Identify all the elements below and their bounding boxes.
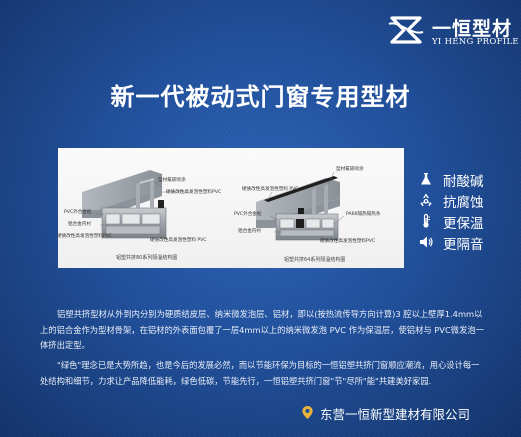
right-label-coating: 型材氟碳喷涂	[336, 167, 364, 172]
right-caption: 铝塑共挤64系列隔温结构图	[284, 257, 346, 263]
description-paragraph-green: "绿色"理念已是大势所趋，也是今后的发展必然，而以节能环保为目标的一恒铝塑共挤门…	[40, 360, 480, 386]
feature-label: 耐酸碱	[443, 174, 484, 190]
recycle-icon	[420, 193, 432, 207]
left-label-pvc-right: 硬质改性高发泡性塑料 PVC	[150, 238, 207, 243]
flask-icon	[421, 173, 431, 185]
profile-diagram-panel: 型材氟碳喷涂 硬质改性高发泡性塑料PVC PVC外合金框 铝合金内衬 硬质改性高…	[57, 148, 404, 268]
right-label-pvc-frame: PVC外合金框	[234, 212, 262, 217]
leader-lines	[96, 171, 345, 241]
left-label-pvc-top: 硬质改性高发泡性塑料PVC	[166, 190, 222, 195]
profile-80-series	[82, 170, 167, 239]
feature-item-acid-alkali: 耐酸碱	[418, 170, 518, 190]
thermometer-icon	[423, 213, 430, 228]
company-footer: 东营一恒新型建材有限公司	[300, 403, 518, 423]
brand-name: 一恒型材	[432, 18, 513, 40]
right-label-aluminum-lining: 铝合金内衬	[238, 229, 261, 234]
brand-logo: 一恒型材 YI HENG PROFILE	[386, 10, 519, 50]
location-pin-icon	[302, 405, 313, 420]
right-label-pvc-bottom: 硬质改性高发泡性塑料PVC	[320, 239, 376, 244]
company-name: 东营一恒新型建材有限公司	[320, 407, 471, 422]
feature-item-insulation: 更保温	[418, 212, 518, 232]
logo-mark-icon	[388, 16, 424, 44]
feature-label: 抗腐蚀	[443, 195, 484, 211]
feature-label: 更隔音	[443, 237, 484, 253]
left-label-aluminum-lining: 铝合金内衬	[68, 222, 91, 227]
speaker-icon	[420, 236, 433, 248]
feature-label: 更保温	[443, 216, 484, 232]
description-paragraph-structure: 铝塑共挤型材从外到内分别为硬质结皮层、纳米微发泡层、铝材，即以(按热流传导方向计…	[40, 309, 484, 350]
left-label-coating: 型材氟碳喷涂	[158, 178, 186, 183]
feature-item-corrosion: 抗腐蚀	[418, 191, 518, 211]
left-label-pvc-bottom: 硬质改性高发泡性塑料PVC	[57, 234, 113, 239]
page-title: 新一代被动式门窗专用型材	[110, 83, 411, 111]
feature-item-sound: 更隔音	[418, 233, 518, 253]
right-label-pa66-strip: PA66隔热隔热条	[346, 212, 381, 217]
left-caption: 铝塑共挤80系列隔温结构图	[116, 255, 178, 261]
profile-64-series	[256, 176, 340, 241]
brand-english: YI HENG PROFILE	[432, 37, 519, 47]
left-label-pvc-frame: PVC外合金框	[64, 210, 92, 215]
right-label-pvc-top: 硬质改性高发泡性塑料 PVC	[242, 187, 299, 192]
profile-cross-sections	[82, 170, 345, 241]
